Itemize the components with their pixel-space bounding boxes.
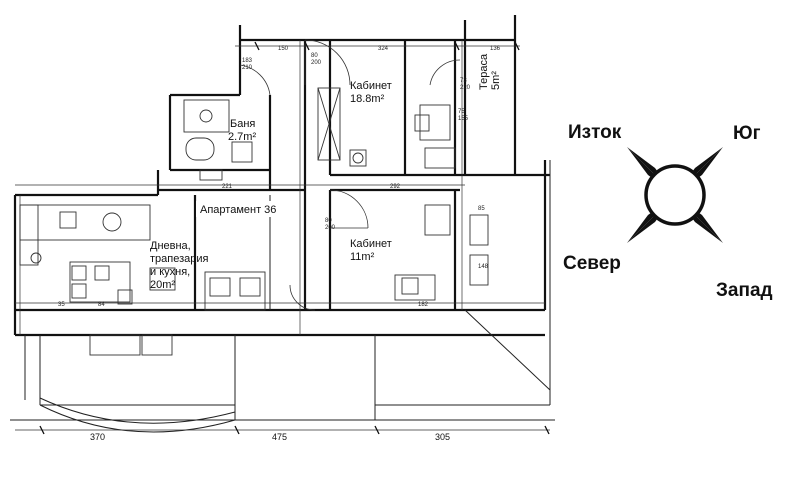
room-terrace-area: 5m²: [490, 71, 502, 90]
door-swings: [239, 39, 461, 311]
dim-84: 84: [98, 302, 105, 308]
room-bath-name: Баня: [230, 118, 255, 130]
compass-rose-icon: [627, 147, 723, 243]
dim-35: 35: [58, 302, 65, 308]
dim-bottom-left: 370: [90, 432, 105, 442]
dim-221: 221: [222, 184, 233, 190]
dim-85: 85: [478, 206, 485, 212]
room-bath-area: 2.7m²: [228, 131, 256, 143]
compass-east: Изток: [568, 122, 622, 143]
outer-walls: [10, 15, 555, 433]
room-living-line3: и кухня,: [150, 266, 190, 278]
dim-bottom-mid: 475: [272, 432, 287, 442]
room-labels: Кабинет 18.8m² Тераса 5m² Баня 2.7m² Апа…: [150, 53, 502, 291]
room-living-line2: трапезария: [150, 253, 209, 265]
compass-north: Север: [563, 253, 621, 274]
apartment-label: Апартамент 36: [200, 204, 276, 216]
room-living-line4: 20m²: [150, 279, 175, 291]
dim-top-a: 150: [278, 46, 289, 52]
dim-148: 148: [478, 264, 489, 270]
room-cabinet-top-area: 18.8m²: [350, 93, 385, 105]
compass-south: Юг: [733, 123, 761, 144]
interior-walls: [158, 40, 465, 310]
dim-75: 75: [458, 109, 465, 115]
dim-73: 73: [460, 78, 467, 84]
small-dimension-labels: 150 324 136 183 210 80 200 73 220 75 155…: [58, 46, 501, 308]
dim-292: 292: [390, 184, 401, 190]
compass-west: Запад: [716, 280, 773, 301]
dim-bottom-right: 305: [435, 432, 450, 442]
dim-top-b: 324: [378, 46, 389, 52]
furniture: [19, 87, 489, 356]
dimension-lines: [15, 40, 550, 435]
dim-80: 80: [325, 218, 332, 224]
room-cabinet-mid-name: Кабинет: [350, 238, 392, 250]
room-cabinet-mid-area: 11m²: [350, 251, 375, 263]
compass: Изток Юг Север Запад: [563, 122, 773, 301]
dim-210: 210: [242, 65, 253, 71]
dim-200a: 200: [311, 60, 322, 66]
dim-220: 220: [460, 85, 471, 91]
room-cabinet-top-name: Кабинет: [350, 80, 392, 92]
room-terrace-name: Тераса: [478, 53, 490, 90]
dim-183: 183: [242, 58, 253, 64]
dim-182: 182: [418, 302, 429, 308]
room-living-line1: Дневна,: [150, 240, 191, 252]
dim-155: 155: [458, 116, 469, 122]
dim-top-c: 136: [490, 46, 501, 52]
dim-200: 200: [325, 225, 336, 231]
room-terrace: Тераса 5m²: [478, 53, 502, 90]
dim-80a: 80: [311, 53, 318, 59]
